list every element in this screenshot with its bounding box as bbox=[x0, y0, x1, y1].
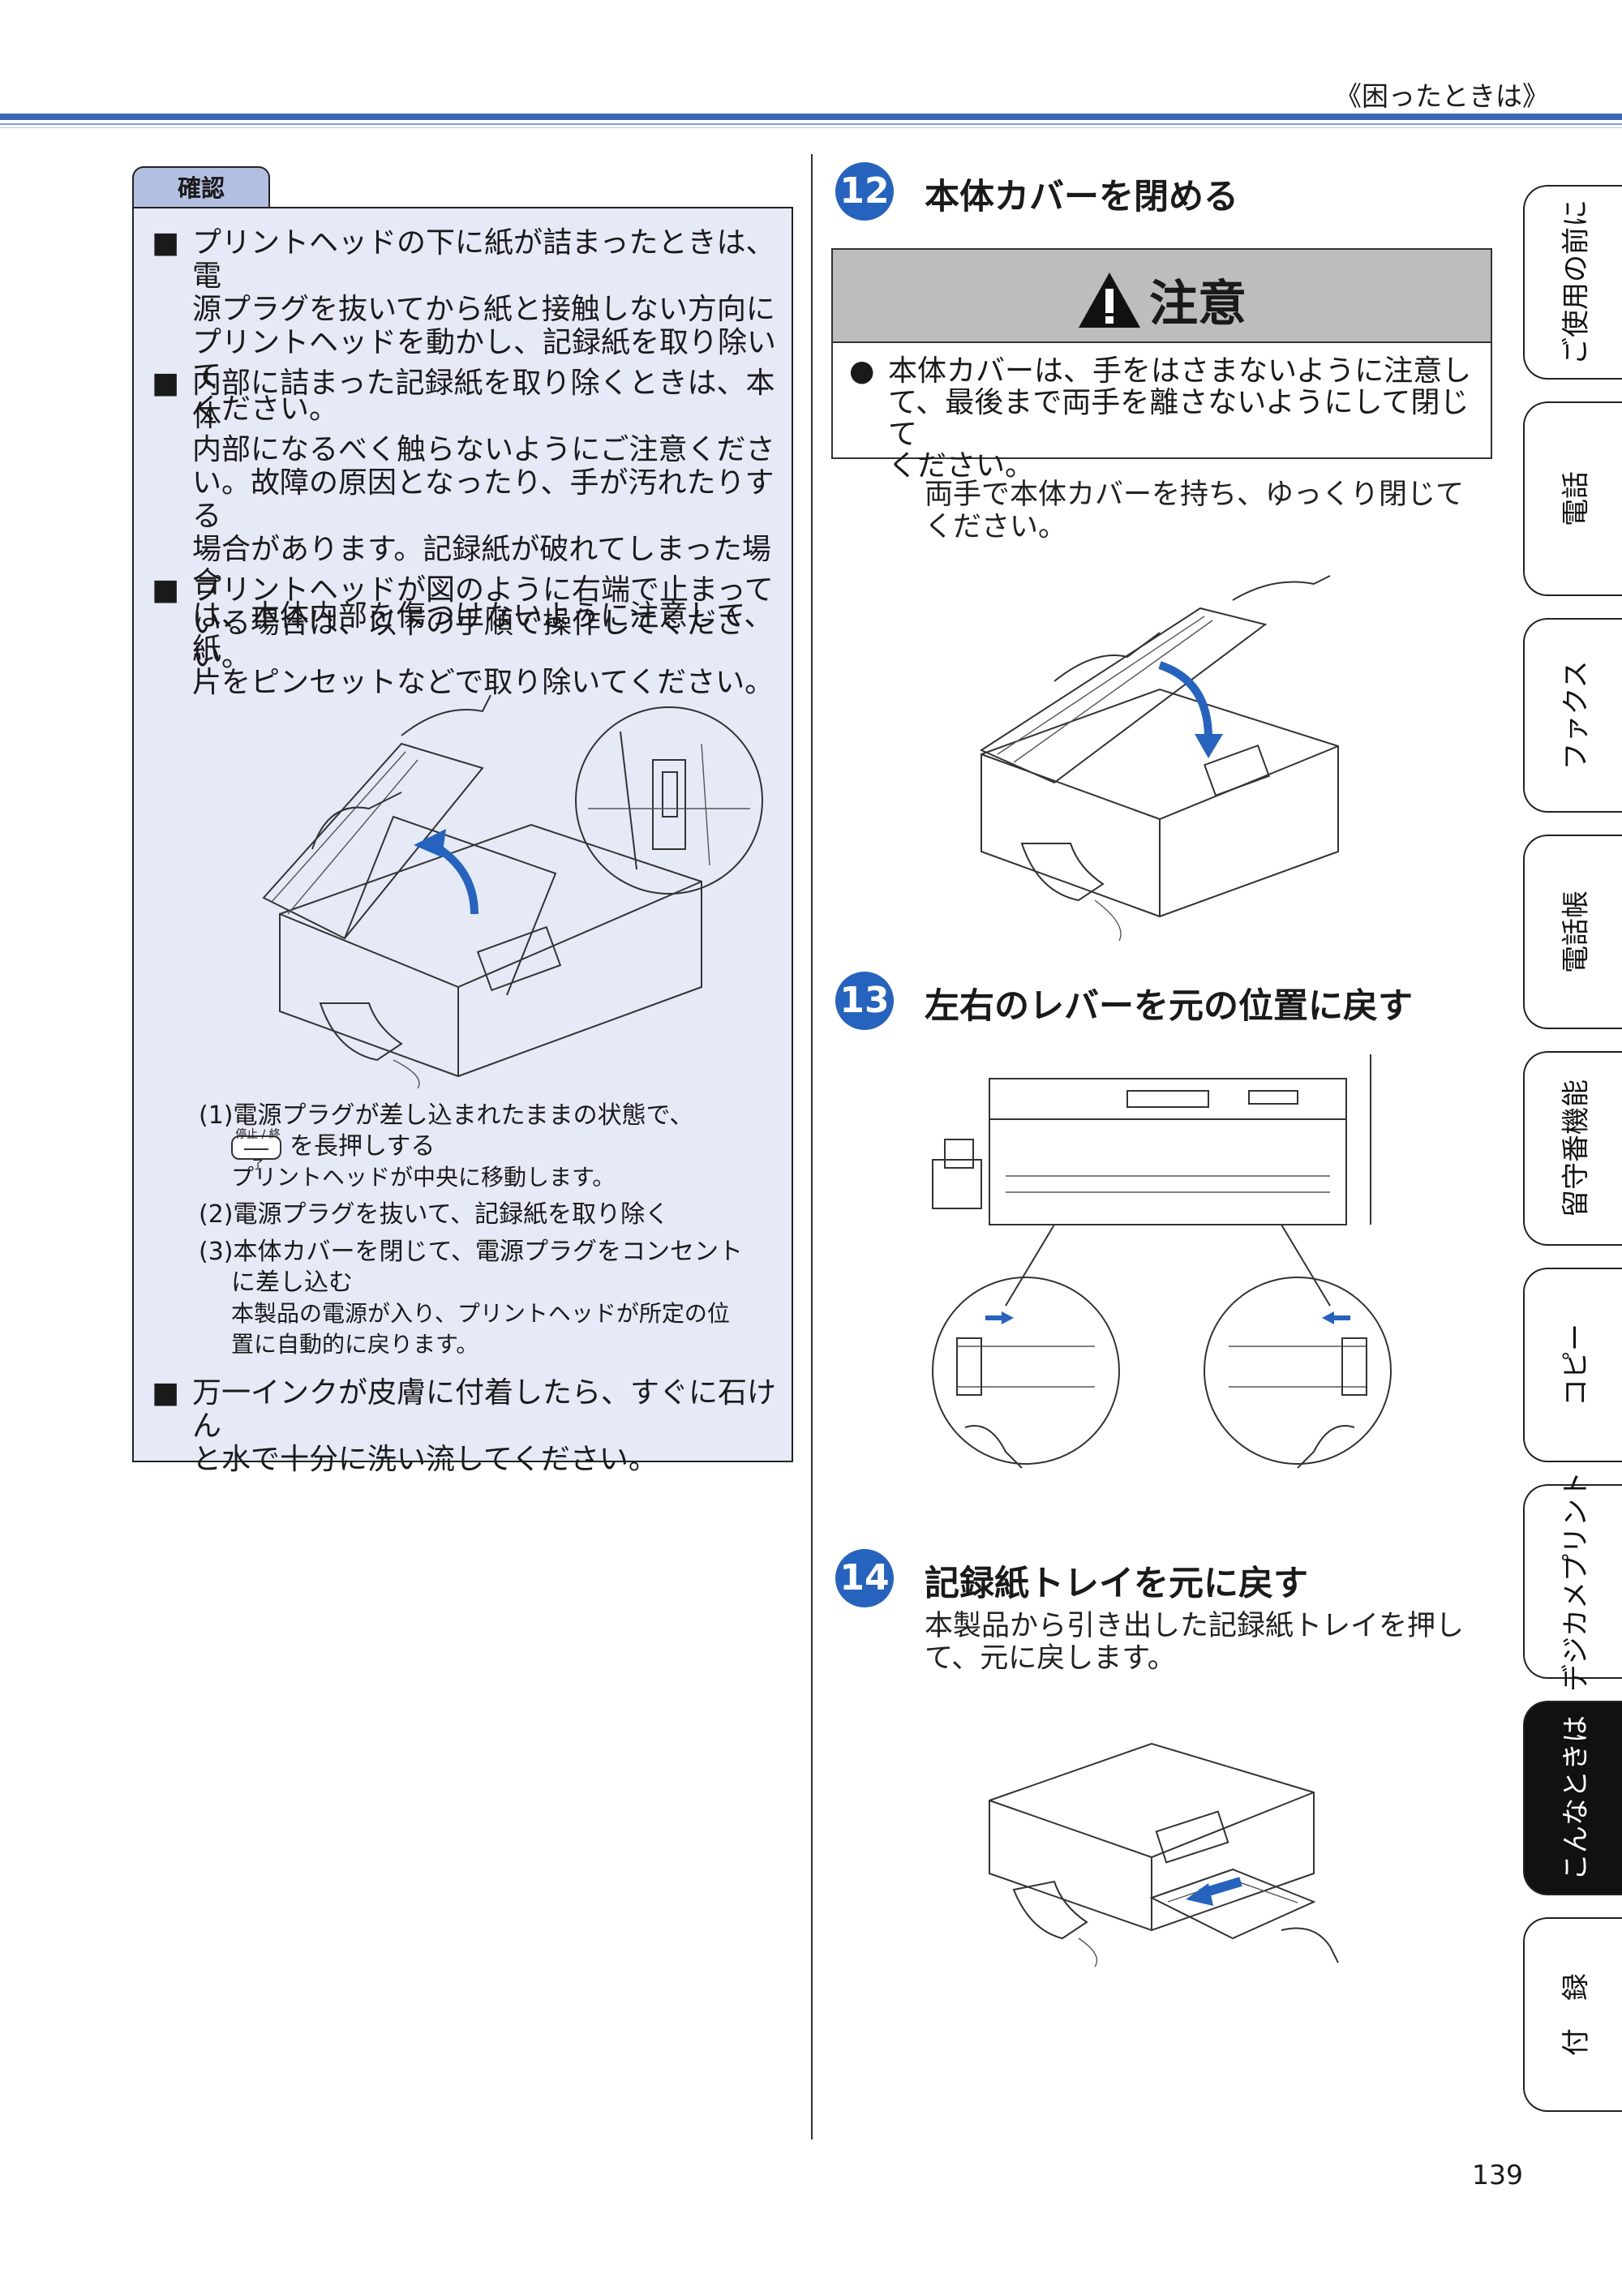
caution-header: 注意 bbox=[833, 250, 1491, 343]
tray-illustration bbox=[989, 1742, 1339, 1968]
bullet-marker: ■ bbox=[152, 573, 180, 607]
bullet-marker: ■ bbox=[152, 367, 180, 400]
column-divider bbox=[811, 154, 813, 2139]
confirm-bullet-2: ■ 内部に詰まった記録紙を取り除くときは、本体 内部になるべく触らないようにご注… bbox=[152, 367, 777, 699]
side-tab-phone[interactable]: 電話 bbox=[1523, 401, 1622, 596]
side-tab-answering[interactable]: 留守番機能 bbox=[1523, 1051, 1622, 1246]
section-header-title: 《困ったときは》 bbox=[1335, 80, 1549, 112]
bullet-line: 内部に詰まった記録紙を取り除くときは、本体 bbox=[192, 367, 775, 433]
bullet-line: と水で十分に洗い流してください。 bbox=[192, 1443, 658, 1476]
bullet-line: プリントヘッドを動かし、記録紙を取り除いて bbox=[192, 326, 777, 393]
bullet-marker: ■ bbox=[152, 1376, 180, 1410]
step-12-badge: 12 bbox=[835, 162, 894, 221]
side-tab-before-use[interactable]: ご使用の前に bbox=[1523, 185, 1622, 380]
close-cover-illustration bbox=[979, 575, 1339, 942]
stop-exit-key-icon: 停止 / 終了 bbox=[231, 1128, 281, 1172]
side-tab-troubleshooting[interactable]: こんなときは bbox=[1523, 1701, 1622, 1895]
confirm-tab: 確認 bbox=[132, 166, 270, 208]
warning-icon bbox=[1078, 272, 1140, 328]
step-13-title: 左右のレバーを元の位置に戻す bbox=[925, 986, 1413, 1027]
caution-bullet-marker: ● bbox=[849, 354, 875, 388]
confirm-box: ■ プリントヘッドの下に紙が詰まったときは、電 源プラグを抜いてから紙と接触しな… bbox=[132, 207, 793, 1476]
confirm-bullet-3: ■ プリントヘッドが図のように右端で止まって いる場合は、以下の手順で操作してく… bbox=[152, 573, 777, 673]
bullet-line: プリントヘッドの下に紙が詰まったときは、電 bbox=[192, 226, 775, 293]
side-tab-copy[interactable]: コピー bbox=[1523, 1268, 1622, 1462]
printhead-illustration bbox=[262, 694, 763, 1089]
confirm-bullet-4: ■ 万一インクが皮膚に付着したら、すぐに石けん と水で十分に洗い流してください。 bbox=[152, 1376, 777, 1476]
bullet-line: は、本体内部を傷つけないように注意して、紙 bbox=[192, 599, 774, 666]
side-tab-appendix[interactable]: 付 録 bbox=[1523, 1917, 1622, 2112]
bullet-line: い。故障の原因となったり、手が汚れたりする bbox=[192, 466, 775, 533]
step-14-title: 記録紙トレイを元に戻す bbox=[925, 1564, 1308, 1604]
bullet-line: 源プラグを抜いてから紙と接触しない方向に bbox=[192, 293, 775, 326]
caution-label: 注意 bbox=[1149, 276, 1247, 333]
side-tab-fax[interactable]: ファクス bbox=[1523, 618, 1622, 813]
step-1: (1)電源プラグが差し込まれたままの状態で、 停止 / 終了 を長押しする プリ… bbox=[199, 1101, 694, 1191]
caution-text: ● 本体カバーは、手をはさまないように注意し て、最後まで両手を離さないようにし… bbox=[849, 354, 1472, 483]
header-rule-thin bbox=[0, 123, 1622, 125]
step-2: (2)電源プラグを抜いて、記録紙を取り除く bbox=[199, 1200, 670, 1229]
side-tab-phonebook[interactable]: 電話帳 bbox=[1523, 835, 1622, 1029]
confirm-steps: (1)電源プラグが差し込まれたままの状態で、 停止 / 終了 を長押しする プリ… bbox=[199, 1101, 766, 1367]
side-tab-photo-print[interactable]: デジカメプリント bbox=[1523, 1471, 1622, 1692]
step-14-badge: 14 bbox=[835, 1549, 894, 1607]
confirm-bullet-1: ■ プリントヘッドの下に紙が詰まったときは、電 源プラグを抜いてから紙と接触しな… bbox=[152, 226, 777, 426]
header-rule-thin-2 bbox=[0, 127, 1622, 128]
step-12-title: 本体カバーを閉める bbox=[925, 177, 1238, 217]
levers-illustration bbox=[932, 1054, 1392, 1469]
bullet-line: 万一インクが皮膚に付着したら、すぐに石けん bbox=[192, 1376, 777, 1443]
bullet-line: ください。 bbox=[192, 393, 339, 426]
step-13-badge: 13 bbox=[835, 972, 894, 1030]
bullet-line: いる場合は、以下の手順で操作してください。 bbox=[192, 607, 745, 673]
bullet-line: 片をピンセットなどで取り除いてください。 bbox=[192, 666, 775, 699]
caution-box: 注意 ● 本体カバーは、手をはさまないように注意し て、最後まで両手を離さないよ… bbox=[831, 248, 1492, 482]
header-rule bbox=[0, 114, 1622, 120]
page-number: 139 bbox=[1472, 2159, 1523, 2191]
bullet-line: 場合があります。記録紙が破れてしまった場合 bbox=[192, 533, 771, 599]
bullet-marker: ■ bbox=[152, 226, 180, 260]
bullet-line: プリントヘッドが図のように右端で止まって bbox=[192, 573, 774, 607]
bullet-line: 内部になるべく触らないようにご注意くださ bbox=[192, 433, 775, 466]
step-14-instruction: 本製品から引き出した記録紙トレイを押し て、元に戻します。 bbox=[925, 1610, 1465, 1675]
step-12-instruction: 両手で本体カバーを持ち、ゆっくり閉じて ください。 bbox=[925, 479, 1465, 543]
step-3: (3)本体カバーを閉じて、電源プラグをコンセント に差し込む 本製品の電源が入り… bbox=[199, 1238, 743, 1358]
